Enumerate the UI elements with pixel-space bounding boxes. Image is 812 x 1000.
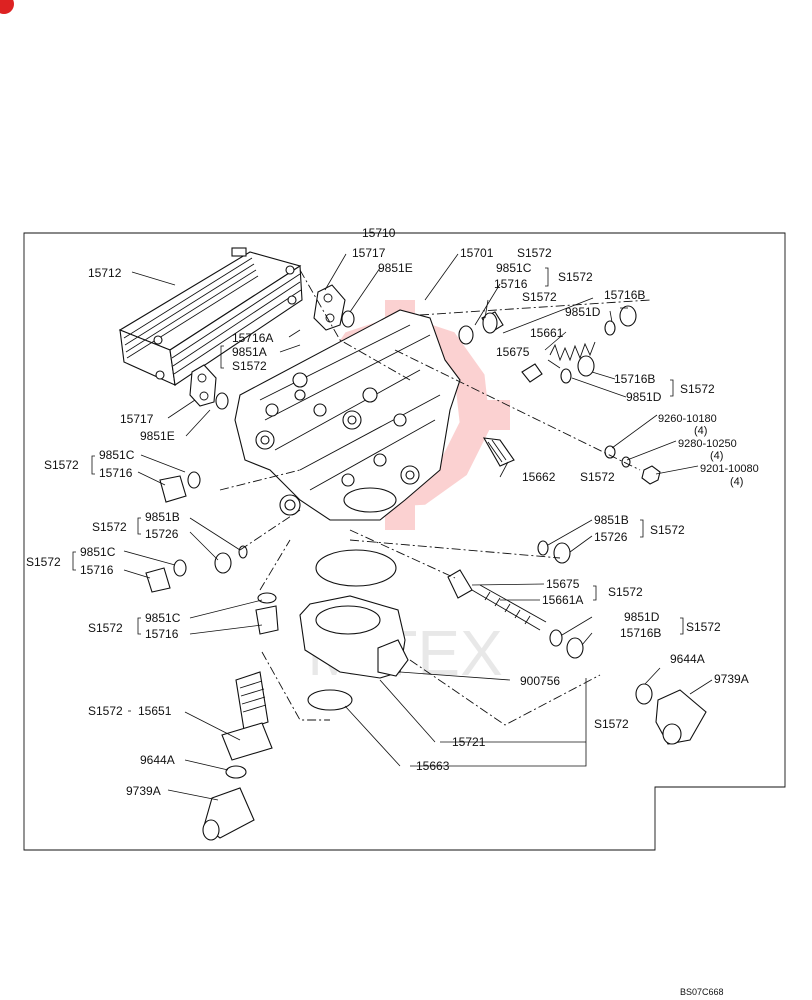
brackets (72, 267, 684, 712)
label-S1572: S1572 (594, 717, 629, 731)
label-9851A: 9851A (232, 345, 267, 359)
label-15662: 15662 (522, 470, 556, 484)
label-qty: (4) (694, 425, 707, 437)
label-S1572: S1572 (88, 621, 123, 635)
label-15716B: 15716B (620, 626, 661, 640)
label-S1572: S1572 (92, 520, 127, 534)
o-ring-part (215, 392, 229, 410)
label-9851D: 9851D (626, 390, 662, 404)
washer-part (604, 445, 616, 459)
label-S1572: S1572 (580, 470, 615, 484)
label-9851C: 9851C (80, 545, 116, 559)
label-S1572: S1572 (232, 359, 267, 373)
label-9851B: 9851B (594, 513, 629, 527)
label-15726: 15726 (594, 530, 628, 544)
label-9644A: 9644A (670, 652, 705, 666)
label-15716B: 15716B (604, 288, 645, 302)
bolt-part (482, 437, 515, 467)
label-qty: (4) (710, 450, 723, 462)
label-15661A: 15661A (542, 593, 583, 607)
relief-valve-part (447, 569, 584, 659)
o-ring-part (537, 540, 549, 556)
label-9851C: 9851C (145, 611, 181, 625)
washer-part (621, 456, 631, 468)
label-15717: 15717 (120, 412, 154, 426)
label-9851C: 9851C (496, 261, 532, 275)
corner-marker-icon (0, 0, 14, 14)
label-9260-10180: 9260-10180 (658, 413, 717, 425)
label-S1572: S1572 (522, 290, 557, 304)
label-9644A: 9644A (140, 753, 175, 767)
label-15651: 15651 (138, 704, 172, 718)
label-15721: 15721 (452, 735, 486, 749)
fitting-part (202, 671, 273, 841)
assembly-frame (23, 232, 786, 851)
gasket-part (189, 284, 346, 407)
label-15716: 15716 (145, 627, 179, 641)
label-S1572: S1572 (44, 458, 79, 472)
label-9739A: 9739A (714, 672, 749, 686)
label-15661: 15661 (530, 326, 564, 340)
footer-code: BS07C668 (680, 987, 724, 997)
label-15716: 15716 (80, 563, 114, 577)
label-9851D: 9851D (624, 610, 660, 624)
oil-cooler-part (118, 247, 303, 386)
filter-head-part (299, 549, 409, 711)
label-15701: 15701 (460, 246, 494, 260)
label-15663: 15663 (416, 759, 450, 773)
plug-part (553, 542, 571, 564)
label-15716B: 15716B (614, 372, 655, 386)
plug-part (145, 471, 279, 635)
label-9851E: 9851E (140, 429, 175, 443)
label-15675: 15675 (496, 345, 530, 359)
label-9851C: 9851C (99, 448, 135, 462)
label-9851B: 9851B (145, 510, 180, 524)
label-9739A: 9739A (126, 784, 161, 798)
label-S1572: S1572 (686, 620, 721, 634)
label-9201-10080: 9201-10080 (700, 463, 759, 475)
spring-part (521, 341, 596, 383)
label-15710: 15710 (362, 226, 396, 240)
label-15675: 15675 (546, 577, 580, 591)
label-15716: 15716 (494, 277, 528, 291)
center-lines (219, 269, 651, 726)
label-900756: 900756 (520, 674, 560, 688)
label-9851E: 9851E (378, 261, 413, 275)
label-S1572: S1572 (608, 585, 643, 599)
elbow-fitting-part (635, 683, 707, 745)
label-15717: 15717 (352, 246, 386, 260)
plug-part (458, 305, 637, 384)
label-S1572: S1572 (26, 555, 61, 569)
label-S1572: S1572 (558, 270, 593, 284)
label-S1572: S1572 (88, 704, 123, 718)
label-9280-10250: 9280-10250 (678, 438, 737, 450)
nut-part (641, 465, 661, 485)
leader-lines (123, 253, 713, 801)
main-housing-part (234, 309, 461, 521)
label-9851D: 9851D (565, 305, 601, 319)
label-S1572: S1572 (680, 382, 715, 396)
label-15716A: 15716A (232, 331, 273, 345)
o-ring-part (341, 310, 355, 328)
callout-labels: 15710 15712 15717 9851E 15701 S1572 9851… (26, 226, 759, 798)
label-15712: 15712 (88, 266, 122, 280)
label-qty: (4) (730, 476, 743, 488)
label-S1572: S1572 (517, 246, 552, 260)
label-15716: 15716 (99, 466, 133, 480)
label-S1572: S1572 (650, 523, 685, 537)
label-15726: 15726 (145, 527, 179, 541)
